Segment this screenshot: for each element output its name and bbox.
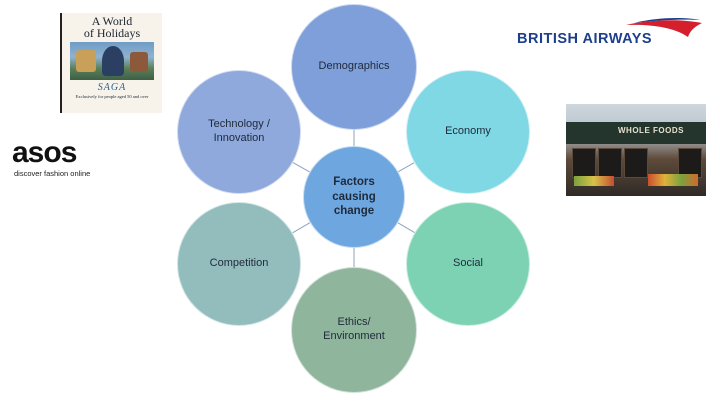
node-competition-label: Competition — [209, 257, 269, 270]
saga-title: A World of Holidays — [83, 14, 141, 40]
node-social: Social — [406, 202, 530, 326]
british-airways-ribbon-icon — [626, 18, 702, 37]
saga-tagline: Exclusively for people aged 50 and over — [75, 94, 149, 99]
node-economy: Economy — [406, 70, 530, 194]
node-demographics-label: Demographics — [318, 60, 390, 73]
node-demographics: Demographics — [291, 4, 417, 130]
node-economy-label: Economy — [445, 125, 491, 138]
saga-brand: SAGA — [97, 82, 127, 93]
british-airways-logo: BRITISH AIRWAYS — [517, 31, 653, 47]
saga-brochure-image: A World of Holidays SAGA Exclusively for… — [60, 13, 162, 113]
connector-line — [292, 222, 311, 234]
connectors — [292, 130, 415, 267]
asos-tagline: discover fashion online — [14, 169, 91, 178]
saga-photo — [70, 42, 154, 80]
connector-line — [397, 222, 415, 234]
connector-line — [292, 162, 310, 173]
node-ethics-environment-label: Ethics/ Environment — [323, 316, 385, 342]
center-factors-causing-change-label: Factors causing change — [332, 176, 376, 218]
node-ethics-environment: Ethics/ Environment — [291, 267, 417, 393]
node-technology-innovation: Technology / Innovation — [177, 70, 301, 194]
connector-line — [398, 162, 415, 173]
node-social-label: Social — [453, 257, 483, 270]
node-technology-innovation-label: Technology / Innovation — [208, 118, 270, 144]
asos-logo: asos — [12, 136, 77, 169]
node-competition: Competition — [177, 202, 301, 326]
center-factors-causing-change: Factors causing change — [303, 146, 405, 248]
whole-foods-storefront-image: WHOLE FOODS — [566, 104, 706, 196]
whole-foods-sign: WHOLE FOODS — [618, 126, 684, 135]
